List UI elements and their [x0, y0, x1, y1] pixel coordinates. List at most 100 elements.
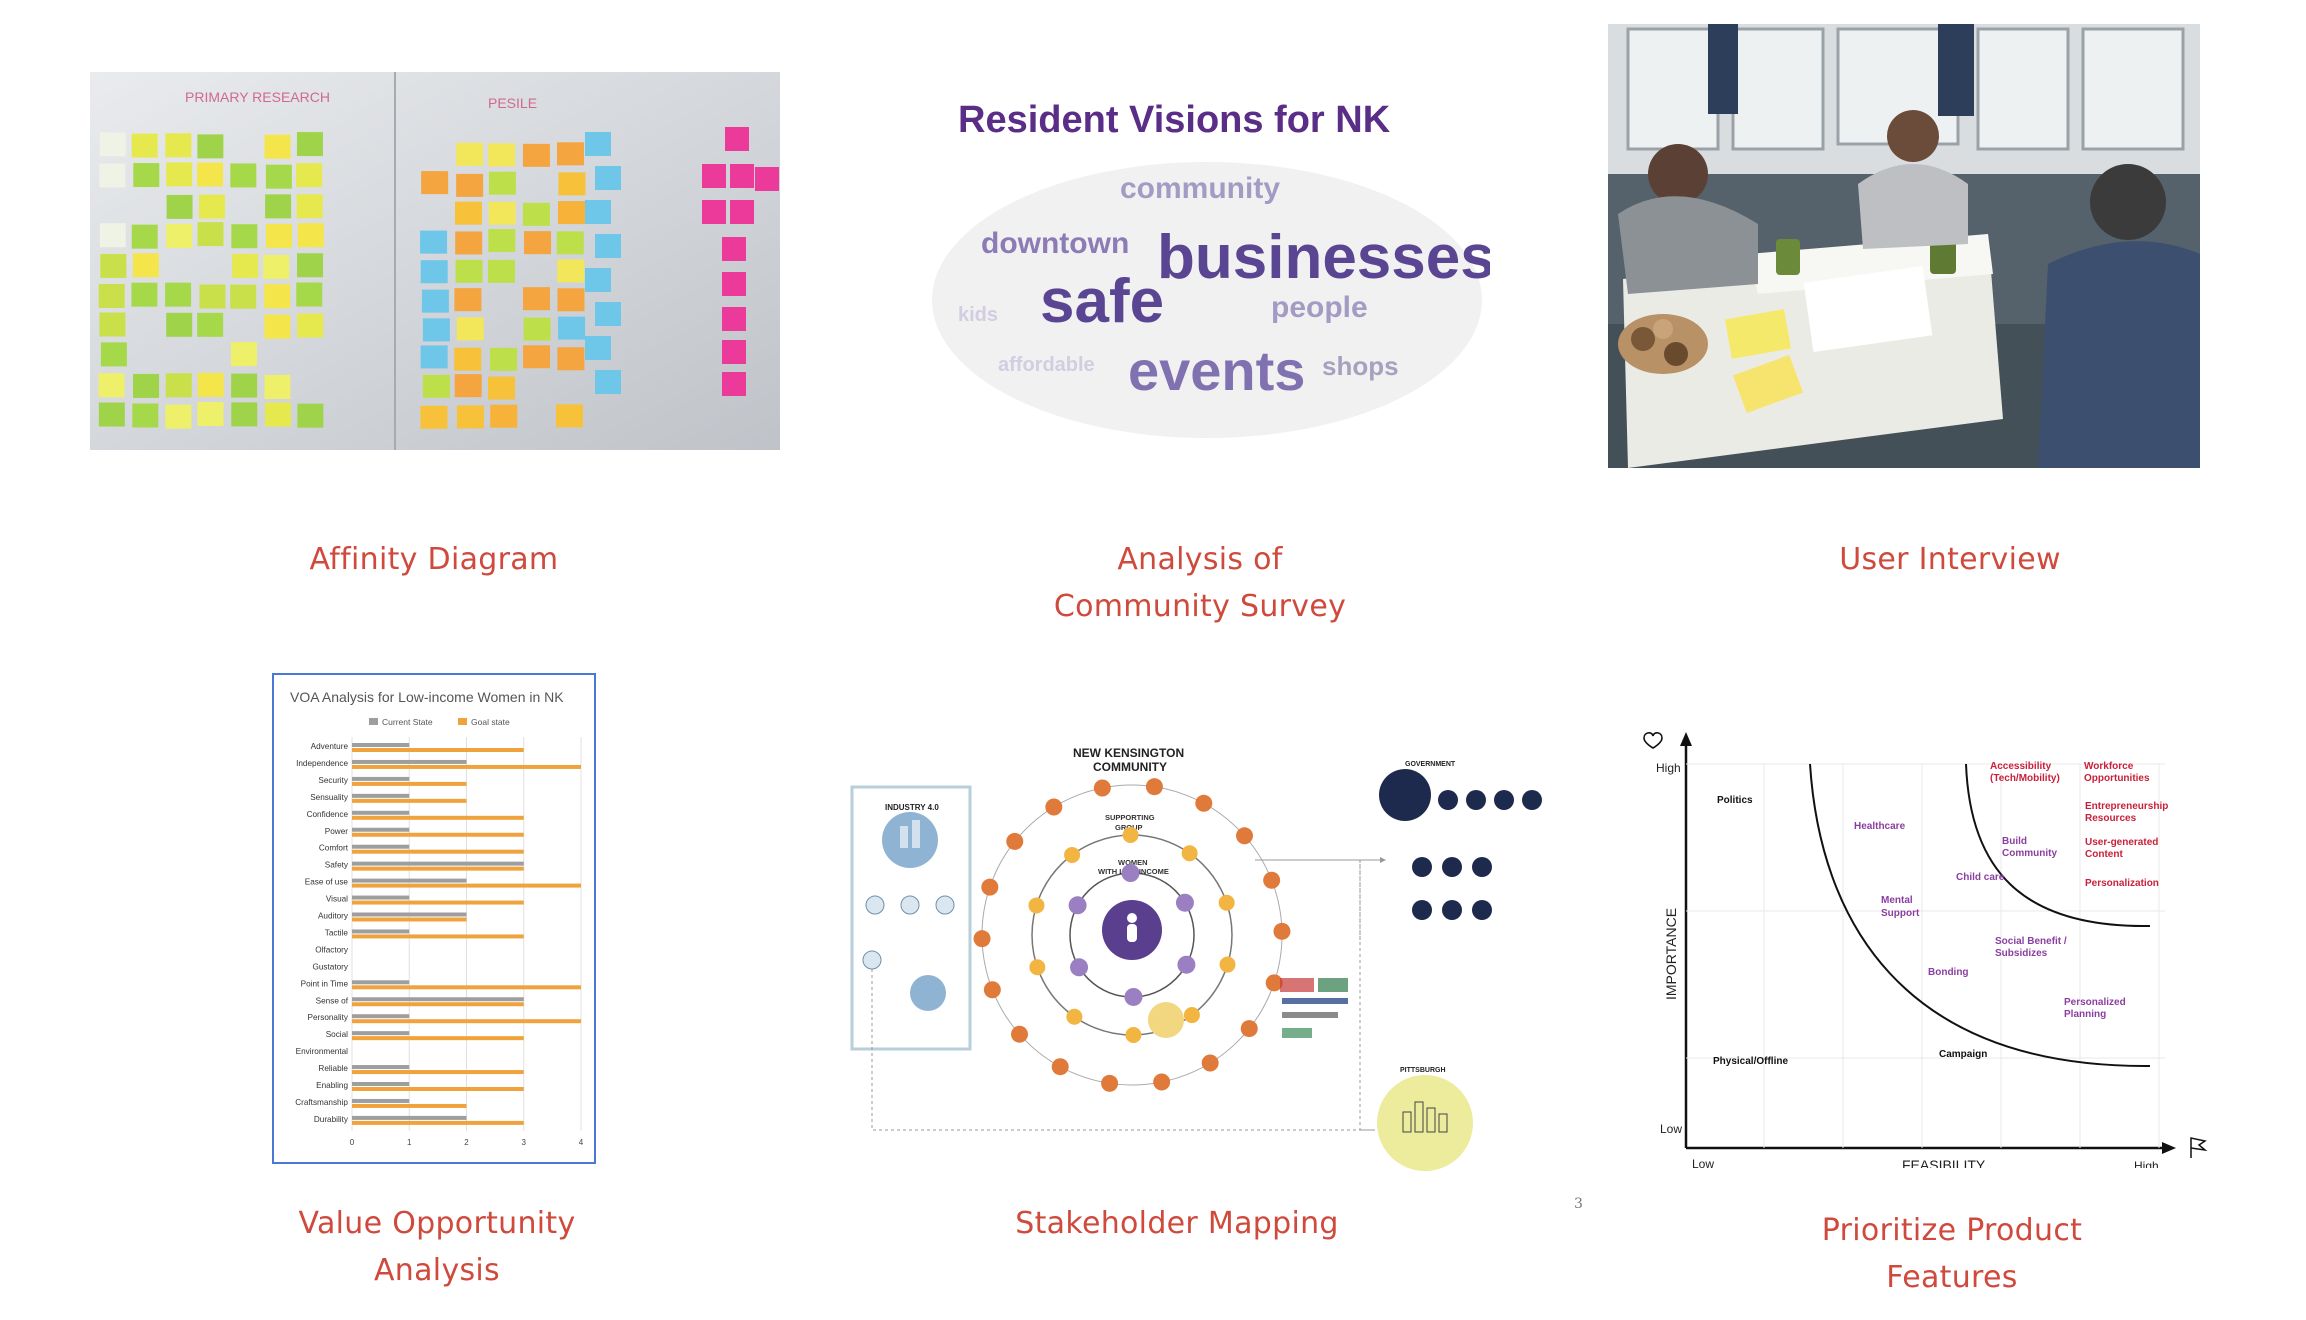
government-node: [1412, 900, 1432, 920]
board-left-title: PRIMARY RESEARCH: [185, 89, 330, 105]
label-mental: Mental: [1881, 895, 1913, 906]
sticky-note: [297, 313, 324, 338]
node-highlight: [1148, 1002, 1184, 1038]
sticky-note: [522, 287, 550, 311]
category-label: Ease of use: [305, 878, 349, 887]
sticky-note: [230, 342, 257, 367]
x-axis-title: FEASIBILITY: [1902, 1157, 1986, 1168]
sticky-note: [420, 260, 448, 284]
bar-goal-state: [352, 1120, 524, 1125]
bar-goal-state: [352, 866, 524, 871]
category-label: Craftsmanship: [295, 1098, 348, 1107]
sticky-notes: [98, 127, 779, 429]
bar-current-state: [352, 861, 524, 866]
outer-stakeholder-node: [1010, 1025, 1028, 1043]
word-kids: kids: [958, 304, 998, 326]
sticky-note: [132, 403, 159, 428]
voa-chart-title: VOA Analysis for Low-income Women in NK: [290, 689, 564, 705]
sticky-note: [595, 234, 621, 258]
category-label: Independence: [296, 759, 348, 768]
supporting-node: [1028, 897, 1045, 914]
government-node: [1466, 790, 1486, 810]
outer-stakeholder-node: [1145, 778, 1163, 796]
x-high-label: High: [2134, 1159, 2159, 1168]
category-label: Power: [325, 827, 348, 836]
category-label: Point in Time: [301, 979, 349, 988]
sticky-note: [264, 314, 291, 339]
legend-goal-state: Goal state: [471, 717, 510, 727]
sticky-note: [296, 163, 323, 188]
sticky-note: [702, 164, 726, 188]
sticky-note: [557, 259, 585, 283]
sticky-note: [263, 254, 290, 279]
word-people: people: [1271, 291, 1368, 324]
sticky-note: [232, 253, 259, 278]
y-high-label: High: [1656, 761, 1681, 775]
legend-current-state: Current State: [382, 717, 433, 727]
sticky-note: [98, 373, 125, 398]
sticky-note: [165, 133, 192, 158]
bar-current-state: [352, 776, 410, 781]
sticky-note: [585, 268, 611, 292]
sticky-note: [296, 132, 323, 157]
sticky-note: [556, 404, 584, 428]
bar-goal-state: [352, 1103, 467, 1108]
category-label: Security: [318, 776, 348, 785]
sticky-note: [488, 229, 516, 253]
category-label: Tactile: [325, 928, 349, 937]
government-node: [1472, 900, 1492, 920]
sticky-note: [556, 231, 584, 255]
category-label: Adventure: [311, 742, 349, 751]
bar-goal-state: [352, 985, 581, 990]
sticky-note: [265, 194, 292, 219]
bar-current-state: [352, 997, 524, 1002]
sticky-note: [557, 347, 585, 371]
bar-goal-state: [352, 764, 581, 769]
industry-building-icon: [882, 812, 938, 868]
sticky-note: [230, 163, 257, 188]
sticky-note: [455, 201, 483, 225]
x-tick-label: 0: [350, 1138, 355, 1147]
sticky-note: [455, 259, 483, 283]
label-bonding: Bonding: [1928, 967, 1969, 978]
outer-stakeholder-node: [1051, 1058, 1069, 1076]
sticky-note: [99, 223, 126, 248]
sticky-note: [131, 133, 158, 158]
label-accessibility: Accessibility: [1990, 761, 2052, 772]
board-right-title: PESILE: [488, 95, 537, 111]
word-downtown: downtown: [981, 227, 1129, 260]
pittsburgh-icon: [1377, 1075, 1473, 1171]
sticky-note: [722, 272, 746, 296]
sticky-note: [165, 404, 192, 429]
government-node: [1494, 790, 1514, 810]
sticky-note: [522, 143, 550, 167]
government-title: GOVERNMENT: [1405, 761, 1456, 768]
category-label: Social: [326, 1030, 348, 1039]
label-child-care: Child care: [1956, 872, 2005, 883]
supporting-node: [1218, 894, 1235, 911]
government-node: [1438, 790, 1458, 810]
sticky-note: [264, 134, 291, 159]
sticky-note: [421, 289, 449, 313]
sticky-note: [165, 282, 192, 307]
sticky-note: [490, 404, 518, 428]
community-title-1: NEW KENSINGTON: [1073, 746, 1184, 760]
sticky-note: [420, 405, 448, 429]
outer-stakeholder-node: [1201, 1054, 1219, 1072]
bar-goal-state: [352, 1036, 524, 1041]
curve-lower: [1809, 763, 2151, 1068]
y-low-label: Low: [1660, 1122, 1682, 1136]
sticky-note: [422, 318, 450, 342]
outer-stakeholder-node: [1195, 794, 1213, 812]
sticky-note: [454, 288, 482, 312]
sticky-note: [488, 376, 516, 400]
sticky-note: [456, 317, 484, 341]
government-node: [1522, 790, 1542, 810]
sticky-note: [523, 317, 551, 341]
sticky-note: [199, 284, 226, 309]
voa-chart-frame: VOA Analysis for Low-income Women in NK …: [272, 673, 596, 1164]
sticky-note: [558, 201, 586, 225]
label-healthcare: Healthcare: [1854, 821, 1906, 832]
bar-current-state: [352, 1014, 410, 1019]
category-label: Visual: [326, 895, 348, 904]
